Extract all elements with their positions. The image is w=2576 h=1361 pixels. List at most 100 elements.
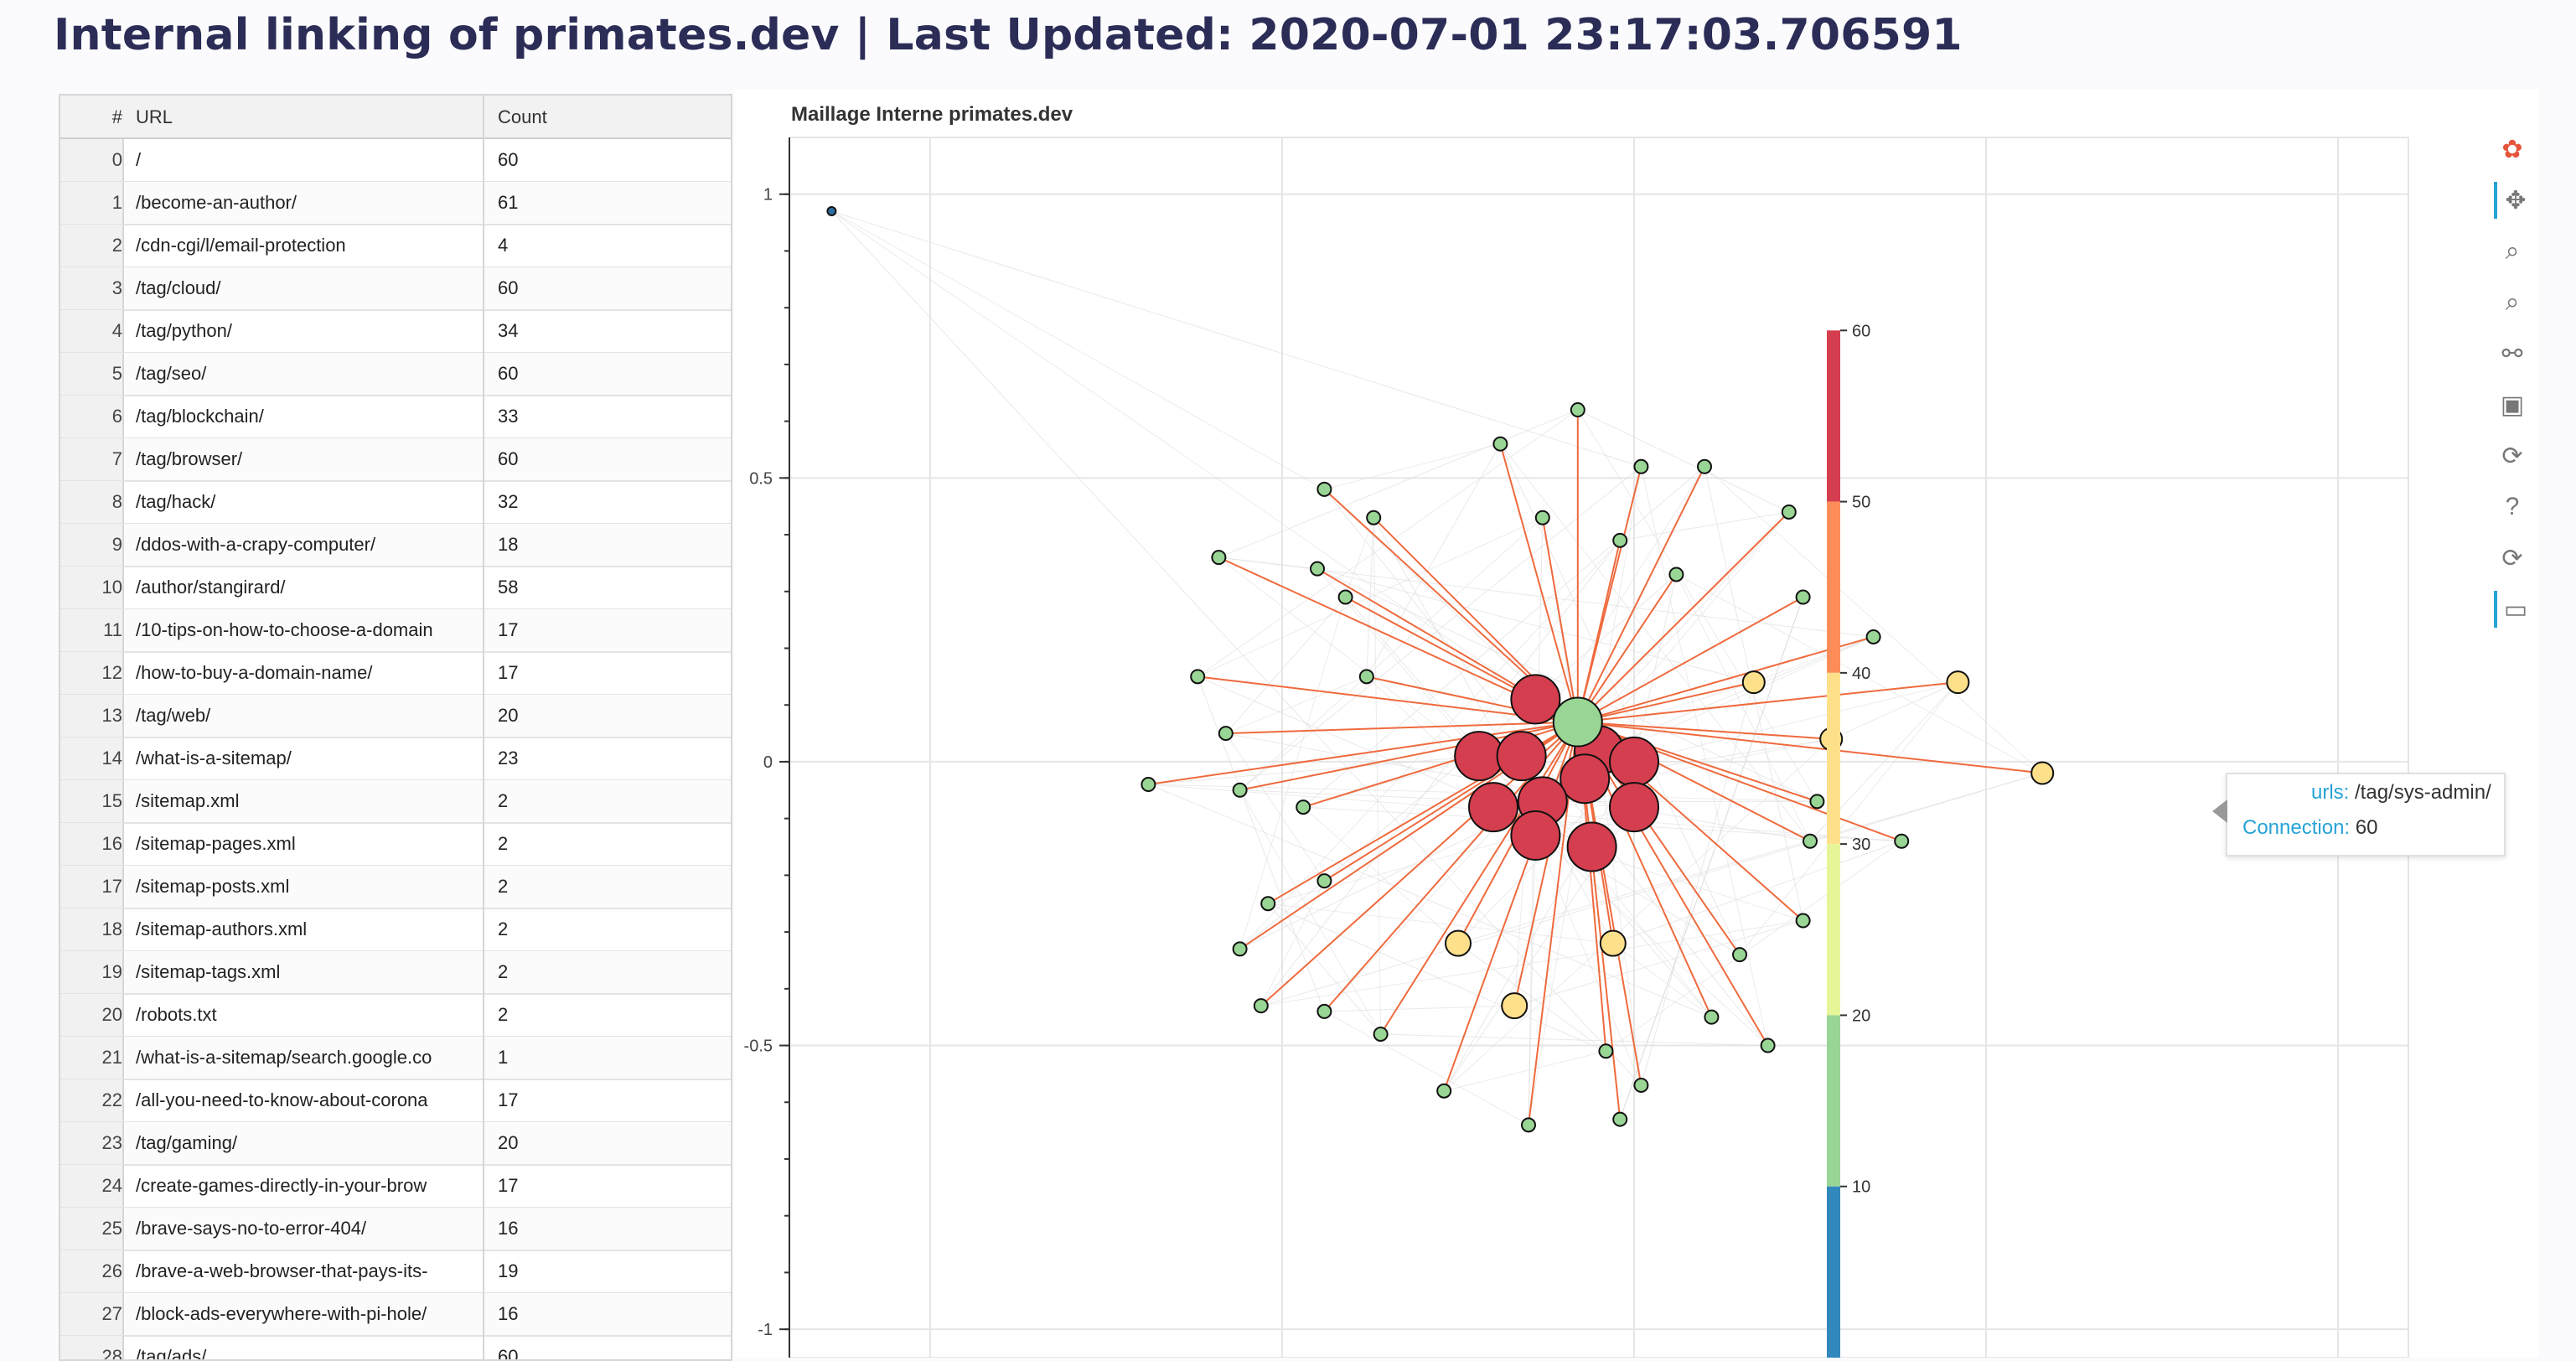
hover-tool-icon[interactable]: ▭ <box>2494 591 2534 628</box>
url-cell[interactable]: /tag/hack/ <box>136 491 216 512</box>
row-index-cell[interactable]: 7 <box>60 438 124 480</box>
row-index-cell[interactable]: 24 <box>60 1165 124 1207</box>
table-row[interactable]: 13/tag/web/20 <box>60 695 731 738</box>
row-index-cell[interactable]: 13 <box>60 695 124 737</box>
count-cell[interactable]: 16 <box>498 1218 519 1239</box>
count-cell[interactable]: 17 <box>498 1175 519 1196</box>
url-cell[interactable]: /10-tips-on-how-to-choose-a-domain <box>136 619 433 640</box>
column-divider[interactable] <box>483 96 484 1359</box>
count-cell[interactable]: 20 <box>498 1132 519 1153</box>
column-header-url[interactable]: URL <box>136 106 173 127</box>
count-cell[interactable]: 18 <box>498 534 519 555</box>
pan-tool-icon[interactable]: ✥ <box>2494 182 2534 219</box>
wheel-zoom-icon[interactable]: ⌕ <box>2505 288 2520 316</box>
url-cell[interactable]: /tag/python/ <box>136 320 232 341</box>
url-cell[interactable]: /brave-says-no-to-error-404/ <box>136 1218 367 1239</box>
count-cell[interactable]: 60 <box>498 277 519 298</box>
row-index-cell[interactable]: 19 <box>60 951 124 993</box>
url-cell[interactable]: /tag/ads/ <box>136 1346 207 1361</box>
box-zoom-icon[interactable]: ⌕ <box>2505 237 2520 265</box>
table-row[interactable]: 3/tag/cloud/60 <box>60 267 731 311</box>
url-cell[interactable]: /tag/seo/ <box>136 363 207 384</box>
row-index-cell[interactable]: 17 <box>60 866 124 908</box>
count-cell[interactable]: 1 <box>498 1047 509 1068</box>
row-index-cell[interactable]: 27 <box>60 1293 124 1335</box>
count-cell[interactable]: 2 <box>498 876 509 897</box>
url-cell[interactable]: /what-is-a-sitemap/ <box>136 748 292 768</box>
url-cell[interactable]: /sitemap-posts.xml <box>136 876 290 897</box>
table-row[interactable]: 17/sitemap-posts.xml 2 <box>60 866 731 909</box>
url-cell[interactable]: /tag/gaming/ <box>136 1132 238 1153</box>
row-index-cell[interactable]: 4 <box>60 310 124 352</box>
row-index-cell[interactable]: 14 <box>60 737 124 779</box>
url-cell[interactable]: /tag/web/ <box>136 705 211 726</box>
count-cell[interactable]: 60 <box>498 363 519 384</box>
row-index-cell[interactable]: 10 <box>60 567 124 608</box>
url-cell[interactable]: /tag/browser/ <box>136 448 243 469</box>
count-cell[interactable]: 16 <box>498 1303 519 1324</box>
row-index-cell[interactable]: 1 <box>60 182 124 224</box>
count-cell[interactable]: 2 <box>498 1004 509 1025</box>
row-index-cell[interactable]: 23 <box>60 1122 124 1164</box>
count-cell[interactable]: 60 <box>498 149 519 170</box>
row-index-cell[interactable]: 9 <box>60 524 124 566</box>
count-cell[interactable]: 60 <box>498 448 519 469</box>
row-index-cell[interactable]: 6 <box>60 396 124 437</box>
count-cell[interactable]: 2 <box>498 833 509 854</box>
table-row[interactable]: 1/become-an-author/61 <box>60 182 731 225</box>
url-cell[interactable]: /sitemap-authors.xml <box>136 919 308 939</box>
refresh-icon[interactable]: ⟳ <box>2501 544 2523 572</box>
table-row[interactable]: 12/how-to-buy-a-domain-name/17 <box>60 652 731 696</box>
count-cell[interactable]: 17 <box>498 1089 519 1110</box>
row-index-cell[interactable]: 15 <box>60 780 124 822</box>
row-index-cell[interactable]: 3 <box>60 267 124 309</box>
table-row[interactable]: 23/tag/gaming/20 <box>60 1122 731 1166</box>
table-row[interactable]: 28/tag/ads/60 <box>60 1336 731 1361</box>
url-cell[interactable]: /tag/cloud/ <box>136 277 221 298</box>
url-cell[interactable]: /sitemap-tags.xml <box>136 961 281 982</box>
count-cell[interactable]: 34 <box>498 320 519 341</box>
network-plot[interactable]: Maillage Interne primates.dev10.50-0.5-1… <box>734 89 2539 1358</box>
row-index-cell[interactable]: 28 <box>60 1336 124 1359</box>
url-cell[interactable]: /sitemap-pages.xml <box>136 833 296 854</box>
row-index-cell[interactable]: 16 <box>60 823 124 865</box>
row-index-cell[interactable]: 18 <box>60 908 124 950</box>
zoom-in-out-icon[interactable]: ⚯ <box>2501 339 2523 368</box>
row-index-cell[interactable]: 8 <box>60 481 124 523</box>
url-cell[interactable]: /tag/blockchain/ <box>136 406 264 427</box>
table-row[interactable]: 27/block-ads-everywhere-with-pi-hole/16 <box>60 1293 731 1337</box>
table-row[interactable]: 7/tag/browser/60 <box>60 438 731 482</box>
count-cell[interactable]: 58 <box>498 577 519 598</box>
count-cell[interactable]: 20 <box>498 705 519 726</box>
reset-icon[interactable]: ⟳ <box>2501 442 2523 470</box>
table-row[interactable]: 10/author/stangirard/58 <box>60 567 731 610</box>
url-cell[interactable]: /become-an-author/ <box>136 192 297 213</box>
row-index-cell[interactable]: 22 <box>60 1079 124 1121</box>
count-cell[interactable]: 4 <box>498 235 509 256</box>
row-index-cell[interactable]: 2 <box>60 225 124 267</box>
table-row[interactable]: 5/tag/seo/60 <box>60 353 731 396</box>
row-index-cell[interactable]: 0 <box>60 139 124 181</box>
count-cell[interactable]: 17 <box>498 662 519 683</box>
table-row[interactable]: 16/sitemap-pages.xml 2 <box>60 823 731 867</box>
count-cell[interactable]: 32 <box>498 491 519 512</box>
row-index-cell[interactable]: 5 <box>60 353 124 395</box>
url-cell[interactable]: /robots.txt <box>136 1004 217 1025</box>
count-cell[interactable]: 61 <box>498 192 519 213</box>
count-cell[interactable]: 17 <box>498 619 519 640</box>
table-row[interactable]: 8/tag/hack/32 <box>60 481 731 525</box>
row-index-cell[interactable]: 21 <box>60 1037 124 1079</box>
count-cell[interactable]: 19 <box>498 1260 519 1281</box>
column-header-count[interactable]: Count <box>498 106 547 127</box>
row-index-cell[interactable]: 25 <box>60 1208 124 1250</box>
table-row[interactable]: 26/brave-a-web-browser-that-pays-its-19 <box>60 1250 731 1294</box>
